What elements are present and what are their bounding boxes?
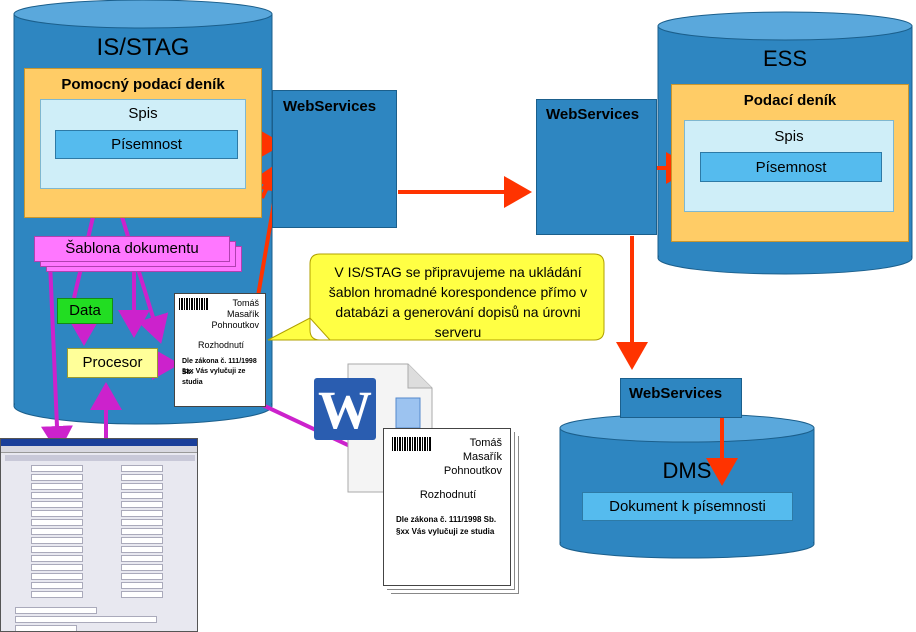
processor-label: Procesor [82, 354, 143, 371]
letter-small-name2: Masařík [226, 309, 259, 319]
webservices-middle-box [536, 99, 657, 235]
callout-text: V IS/STAG se připravujeme na ukládání ša… [328, 264, 588, 340]
ess-journal-label: Podací deník [743, 92, 837, 109]
barcode-icon [179, 298, 209, 310]
letter-large-name2: Masařík [462, 451, 502, 463]
isstag-document-label: Písemnost [111, 136, 182, 153]
arrow-template-to-form [40, 261, 73, 454]
isstag-file-label: Spis [128, 105, 158, 122]
dms-document-box [582, 492, 793, 521]
dms-document-label: Dokument k písemnosti [609, 498, 766, 515]
letter-small-name3: Pohnoutkov [211, 320, 259, 330]
ess-title: ESS [762, 46, 808, 71]
webservices-dms-box [620, 378, 742, 418]
ess-file-label: Spis [774, 128, 804, 145]
isstag-document-box [55, 130, 238, 159]
dms-cylinder [559, 413, 815, 559]
ess-document-label: Písemnost [755, 159, 827, 176]
data-box [57, 298, 113, 324]
letter-small-name1: Tomáš [232, 298, 259, 308]
letter-large: Tomáš Masařík Pohnoutkov Rozhodnutí Dle … [383, 428, 511, 586]
red-arrows [238, 128, 738, 486]
letter-small: Tomáš Masařík Pohnoutkov Rozhodnutí Dle … [174, 293, 266, 407]
letter-small-heading: Rozhodnutí [197, 340, 245, 350]
svg-text:W: W [318, 380, 372, 440]
webservices-middle-label: WebServices [546, 106, 640, 123]
webservices-dms-label: WebServices [629, 385, 723, 402]
ess-document-box [700, 152, 882, 182]
letter-small-body2: §xx Vás vylučuji ze studia [182, 368, 246, 386]
template-label: Šablona dokumentu [65, 240, 199, 257]
letter-large-heading: Rozhodnutí [419, 489, 477, 501]
webservices-left-label: WebServices [283, 98, 377, 115]
dms-title: DMS [662, 458, 712, 483]
form-screenshot-icon [0, 438, 198, 632]
barcode-icon [392, 437, 432, 451]
letter-small-body1: Dle zákona č. 111/1998 Sb. [182, 358, 257, 376]
processor-box [67, 348, 158, 378]
helper-journal-label: Pomocný podací deník [61, 76, 225, 93]
webservices-left-box [272, 90, 397, 228]
template-box [34, 236, 230, 262]
letter-large-body2: §xx Vás vylučuji ze studia [396, 527, 495, 536]
data-label: Data [69, 302, 101, 319]
letter-large-name1: Tomáš [469, 437, 502, 449]
letter-large-name3: Pohnoutkov [443, 465, 502, 477]
letter-large-body1: Dle zákona č. 111/1998 Sb. [396, 515, 497, 524]
isstag-title: IS/STAG [96, 34, 190, 61]
